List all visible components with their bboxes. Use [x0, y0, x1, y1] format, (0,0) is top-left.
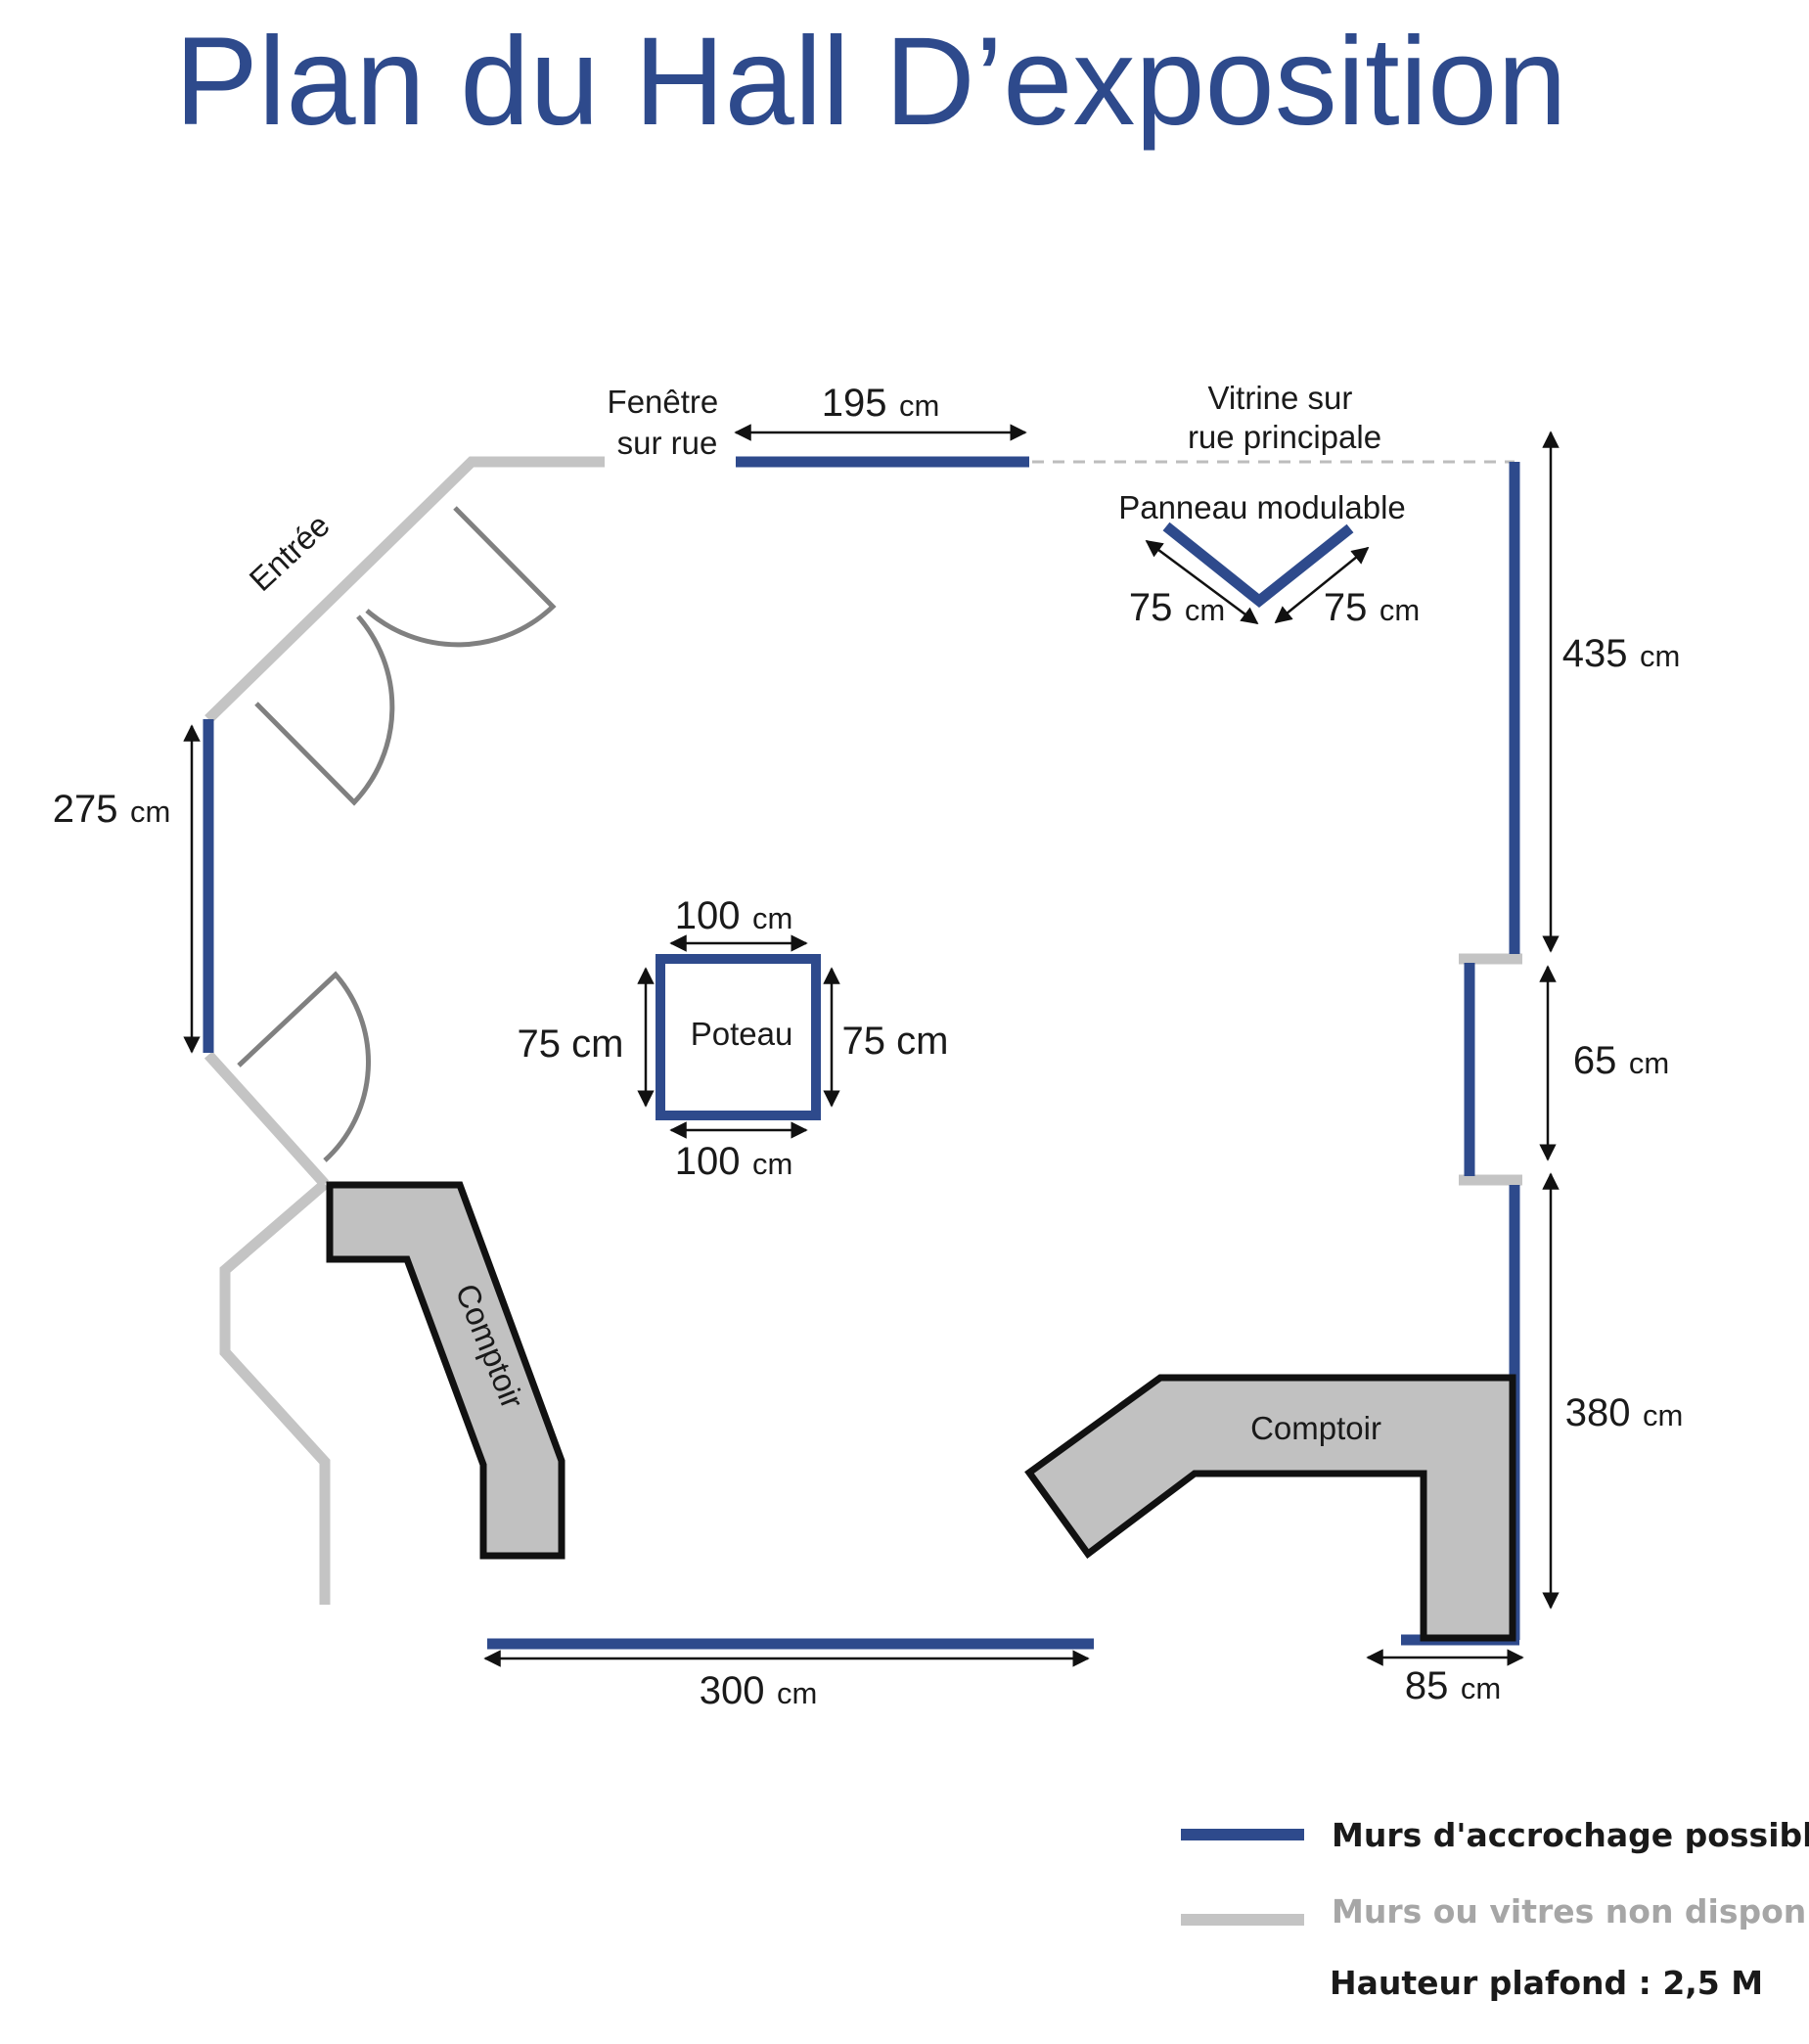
- ceiling-height-label: Hauteur plafond : 2,5 M: [1330, 1964, 1763, 2002]
- right-wall-middle-dimension: 65 cm: [1573, 1039, 1669, 1082]
- panel-left-dimension: 75 cm: [1129, 586, 1225, 629]
- labels: Entrée Fenêtre sur rue Vitrine sur rue p…: [53, 380, 1684, 1712]
- door-swing-3: [237, 971, 371, 1162]
- counter-right-label: Comptoir: [1250, 1410, 1381, 1446]
- modular-panel-label: Panneau modulable: [1118, 489, 1406, 525]
- panel-left-dimension-unit: cm: [1185, 593, 1225, 627]
- page-title: Plan du Hall D’exposition: [175, 12, 1567, 152]
- top-wall-dimension-value: 195: [822, 382, 887, 425]
- dimension-lines: [183, 424, 1560, 1667]
- top-wall-dimension: 195 cm: [822, 382, 940, 425]
- dim-panel-right: [1274, 546, 1370, 624]
- counter-right: [1024, 1374, 1516, 1642]
- pillar-bottom-dimension-value: 100: [675, 1140, 741, 1183]
- bottom-wall-dimension-unit: cm: [777, 1676, 817, 1710]
- panel-right-dimension-unit: cm: [1379, 593, 1420, 627]
- legend-hanging-wall-label: Murs d'accrochage possible: [1332, 1816, 1809, 1854]
- entrance-doors: [237, 506, 557, 1162]
- main-street-window-label-line2: rue principale: [1188, 419, 1381, 455]
- pillar-top-dimension: 100 cm: [675, 894, 793, 937]
- panel-right-dimension: 75 cm: [1324, 586, 1420, 629]
- door-swing-2: [254, 614, 395, 806]
- main-street-window-label: Vitrine sur rue principale: [1188, 380, 1381, 455]
- right-wall-middle-dimension-unit: cm: [1629, 1046, 1669, 1080]
- lower-left-wall-segment: [204, 1051, 330, 1188]
- street-window-label-line1: Fenêtre: [608, 384, 719, 420]
- top-wall-dimension-unit: cm: [899, 388, 939, 423]
- modular-panel: [1162, 522, 1354, 609]
- pillar-label: Poteau: [691, 1016, 793, 1052]
- legend-unavailable-wall-label: Murs ou vitres non disponibles: [1332, 1892, 1809, 1930]
- bottom-wall-dimension: 300 cm: [700, 1669, 818, 1712]
- panel-right-dimension-value: 75: [1324, 586, 1368, 629]
- main-street-window-label-line1: Vitrine sur: [1207, 380, 1352, 416]
- dim-panel-left: [1145, 539, 1259, 625]
- right-wall-top-dimension: 435 cm: [1562, 632, 1681, 675]
- left-wall-dimension: 275 cm: [53, 788, 171, 831]
- right-wall-top-dimension-value: 435: [1562, 632, 1628, 675]
- bottom-right-return-dimension: 85 cm: [1405, 1664, 1501, 1707]
- lower-left-outer-wall: [219, 1179, 331, 1605]
- bottom-right-return-dimension-value: 85: [1405, 1664, 1449, 1707]
- right-wall-middle-dimension-value: 65: [1573, 1039, 1617, 1082]
- left-wall-dimension-value: 275: [53, 788, 118, 831]
- pillar-top-dimension-unit: cm: [752, 901, 792, 935]
- right-wall-bottom-dimension-value: 380: [1565, 1391, 1631, 1434]
- unavailable-walls: [204, 456, 1522, 1605]
- bottom-wall-dimension-value: 300: [700, 1669, 765, 1712]
- bottom-right-return-dimension-unit: cm: [1461, 1671, 1501, 1705]
- panel-left-dimension-value: 75: [1129, 586, 1173, 629]
- right-wall-bottom-dimension-unit: cm: [1643, 1398, 1683, 1432]
- entrance-label: Entrée: [243, 507, 337, 598]
- pillar: [656, 954, 821, 1120]
- street-window-label-line2: sur rue: [617, 425, 718, 461]
- right-wall-bottom-dimension: 380 cm: [1565, 1391, 1684, 1434]
- pillar-left-dimension: 75 cm: [518, 1022, 624, 1066]
- legend: Murs d'accrochage possible Murs ou vitre…: [1181, 1816, 1809, 2002]
- pillar-top-dimension-value: 100: [675, 894, 741, 937]
- pillar-bottom-dimension-unit: cm: [752, 1147, 792, 1181]
- door-swing-1: [365, 506, 557, 648]
- entrance-wall: [204, 456, 605, 723]
- counter-left: [326, 1181, 565, 1560]
- pillar-right-dimension: 75 cm: [842, 1020, 949, 1063]
- pillar-bottom-dimension: 100 cm: [675, 1140, 793, 1183]
- right-wall-top-dimension-unit: cm: [1640, 639, 1680, 673]
- street-window-label: Fenêtre sur rue: [608, 384, 728, 461]
- left-wall-dimension-unit: cm: [130, 795, 170, 829]
